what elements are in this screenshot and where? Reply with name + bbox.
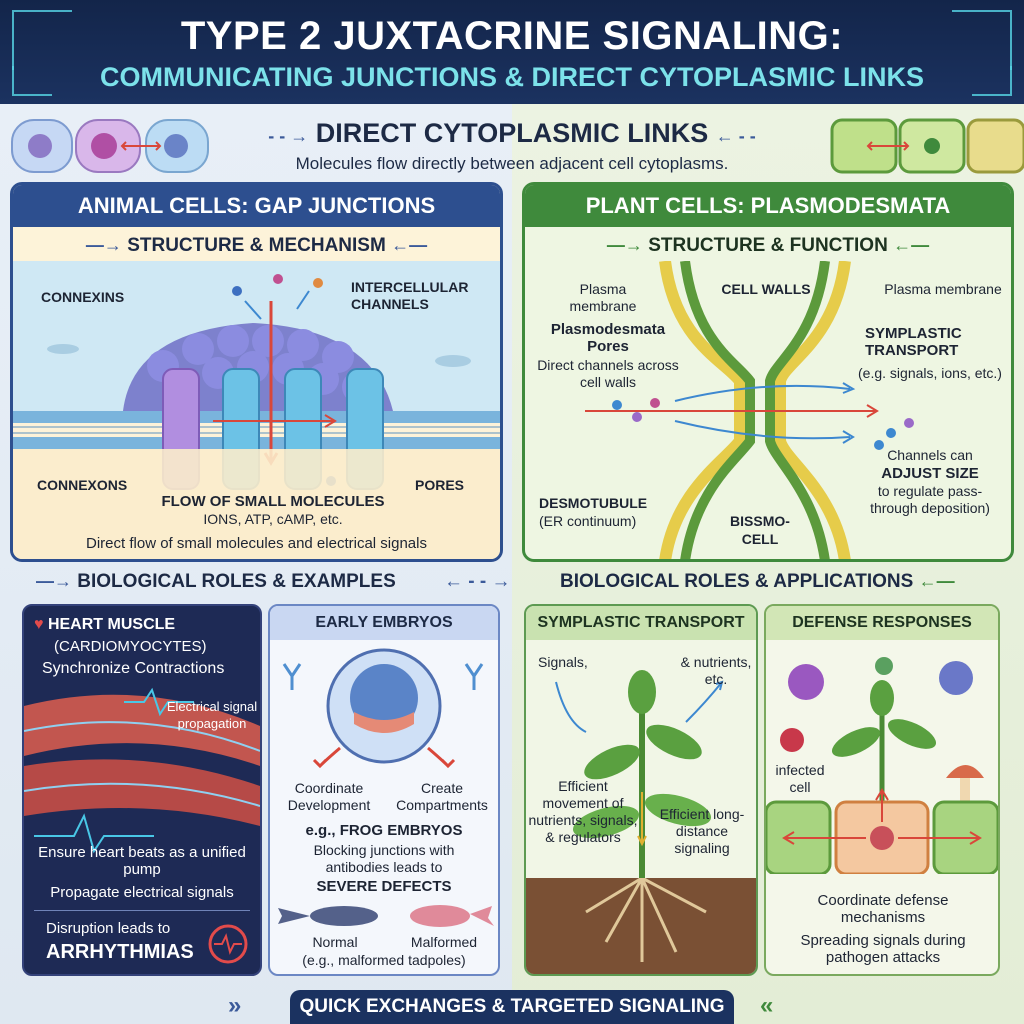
symplastic-label: SYMPLASTIC TRANSPORT [865,325,962,359]
heart-icon: ♥ [34,616,44,633]
adjust-size-label: ADJUST SIZE [881,465,979,482]
adjust-line-1: Channels can [887,447,973,463]
heart-signal: Electrical signal propagation [166,699,258,731]
heart-title: ♥ HEART MUSCLE [34,616,175,633]
plasmodesmata-diagram [585,261,914,559]
plasma-membrane-right: Plasma membrane [884,281,1002,297]
embryo-coordinate: Coordinate Development [287,780,371,813]
symplastic-nutrients: & nutrients, etc. [680,654,752,687]
connexons-label: CONNEXONS [37,477,128,493]
corner-ornament [952,10,1012,70]
defense-spreading: Spreading signals during pathogen attack… [800,932,966,966]
gap-junctions-panel: ANIMAL CELLS: GAP JUNCTIONS —→ STRUCTURE… [10,182,503,562]
roles-right-text: BIOLOGICAL ROLES & APPLICATIONS [560,571,914,592]
plasmo-panel-title: PLANT CELLS: PLASMODESMATA [525,185,1011,227]
embryo-example: e.g., FROG EMBRYOS [305,822,463,839]
embryo-illustration [282,648,484,769]
gap-subtitle-text: STRUCTURE & MECHANISM [127,235,386,256]
heart-pump: Ensure heart beats as a unified pump [38,844,246,878]
gap-summary: Direct flow of small molecules and elect… [86,535,427,552]
roles-applications-heading: BIOLOGICAL ROLES & APPLICATIONS ←— [560,571,955,593]
symplastic-signals: Signals, [538,654,588,670]
heart-subtitle: (CARDIOMYOCYTES) [54,638,207,655]
heart-disruption: Disruption leads to [46,920,171,937]
divider [34,910,250,911]
tadpoles-illustration [278,905,494,927]
heart-muscle-card: ♥ HEART MUSCLE (CARDIOMYOCYTES) Synchron… [22,604,262,976]
corner-ornament [12,10,72,70]
arrow-left-icon: ←— [893,235,930,255]
cardiomyocyte-illustration [24,687,260,854]
arrow-right-icon: —→ [85,235,122,255]
flow-examples: IONS, ATP, cAMP, etc. [203,511,343,527]
pores-label: PORES [415,477,465,493]
arrhythmias-label: ARRHYTHMIAS [46,941,194,963]
embryo-tadpoles: (e.g., malformed tadpoles) [302,952,466,968]
early-embryos-card: EARLY EMBRYOS Coordinate Development Cre… [268,604,500,976]
gap-panel-title: ANIMAL CELLS: GAP JUNCTIONS [13,185,500,227]
chevron-left-icon: « [760,992,774,1019]
gap-panel-subtitle: —→ STRUCTURE & MECHANISM ←— [13,235,500,257]
corner-ornament [972,66,1012,96]
embryo-malformed: Malformed [410,934,478,950]
arrow-left-icon: ←— [918,571,955,591]
embryo-compartments: Create Compartments [396,780,488,813]
defense-responses-card: DEFENSE RESPONSES infected cell Coordina… [764,604,1000,976]
arrow-right-icon: —→ [36,571,72,591]
er-continuum-label: (ER continuum) [539,513,637,529]
symplastic-long-distance: Efficient long-distance signaling [659,806,745,856]
plasma-membrane-left: Plasma membrane [569,281,637,314]
symplastic-example: (e.g. signals, ions, etc.) [858,365,1002,381]
heart-title-text: HEART MUSCLE [47,616,176,633]
embryo-defects: SEVERE DEFECTS [316,878,452,895]
arrow-left-icon: ←— [391,235,428,255]
heart-propagate: Propagate electrical signals [50,884,234,901]
animal-cells-illustration [11,119,209,173]
cell-walls-label: CELL WALLS [721,281,811,297]
roles-link-arrow: ← - - → [444,571,511,592]
arrow-right-icon: - - → [268,126,309,146]
adjust-line-3: to regulate pass-through deposition) [870,483,990,516]
channels-label: INTERCELLULAR CHANNELS [351,279,469,312]
cell-label: CELL [741,531,779,547]
plasmo-panel-subtitle: —→ STRUCTURE & FUNCTION ←— [525,235,1011,257]
heart-sync: Synchronize Contractions [42,660,225,677]
page-title: TYPE 2 JUXTACRINE SIGNALING: [180,14,844,58]
connexins-label: CONNEXINS [41,289,125,305]
embryo-normal: Normal [312,934,358,950]
roles-examples-heading: —→ BIOLOGICAL ROLES & EXAMPLES [36,571,396,593]
pores-description: Direct channels across cell walls [537,357,679,390]
intro-description: Molecules flow directly between adjacent… [295,154,729,173]
flow-label: FLOW OF SMALL MOLECULES [161,493,385,510]
gap-junction-diagram [13,261,500,559]
arrow-right-icon: —→ [606,235,643,255]
embryo-blocking: Blocking junctions with antibodies leads… [313,842,455,875]
embryo-title: EARLY EMBRYOS [270,606,498,640]
roles-left-text: BIOLOGICAL ROLES & EXAMPLES [77,571,396,592]
infected-cell-label: infected cell [775,762,825,795]
symplastic-efficient-movement: Efficient movement of nutrients, signals… [528,778,638,845]
defense-illustration [766,657,998,874]
chevron-right-icon: » [228,992,242,1019]
defense-title: DEFENSE RESPONSES [766,606,998,640]
bissmo-label: BISSMO- [730,513,790,529]
pores-title: Plasmodesmata Pores [550,321,666,355]
page-subtitle: COMMUNICATING JUNCTIONS & DIRECT CYTOPLA… [99,62,924,92]
defense-coordinate: Coordinate defense mechanisms [817,892,949,926]
plant-illustration [526,670,756,974]
plasmodesmata-panel: PLANT CELLS: PLASMODESMATA —→ STRUCTURE … [522,182,1014,562]
header-banner: TYPE 2 JUXTACRINE SIGNALING: COMMUNICATI… [0,0,1024,104]
symplastic-title: SYMPLASTIC TRANSPORT [526,606,756,640]
footer-banner: QUICK EXCHANGES & TARGETED SIGNALING [290,990,734,1024]
heartbeat-icon [208,924,248,964]
plant-cells-illustration [830,118,1024,174]
symplastic-transport-card: SYMPLASTIC TRANSPORT Signals, & nutrient… [524,604,758,976]
corner-ornament [12,66,52,96]
desmotubule-label: DESMOTUBULE [539,495,648,511]
intro-heading-text: DIRECT CYTOPLASMIC LINKS [315,118,709,148]
arrow-left-icon: ← - - [715,126,756,146]
plasmo-subtitle-text: STRUCTURE & FUNCTION [648,235,888,256]
intro-heading: - - → DIRECT CYTOPLASMIC LINKS ← - - [0,118,1024,149]
